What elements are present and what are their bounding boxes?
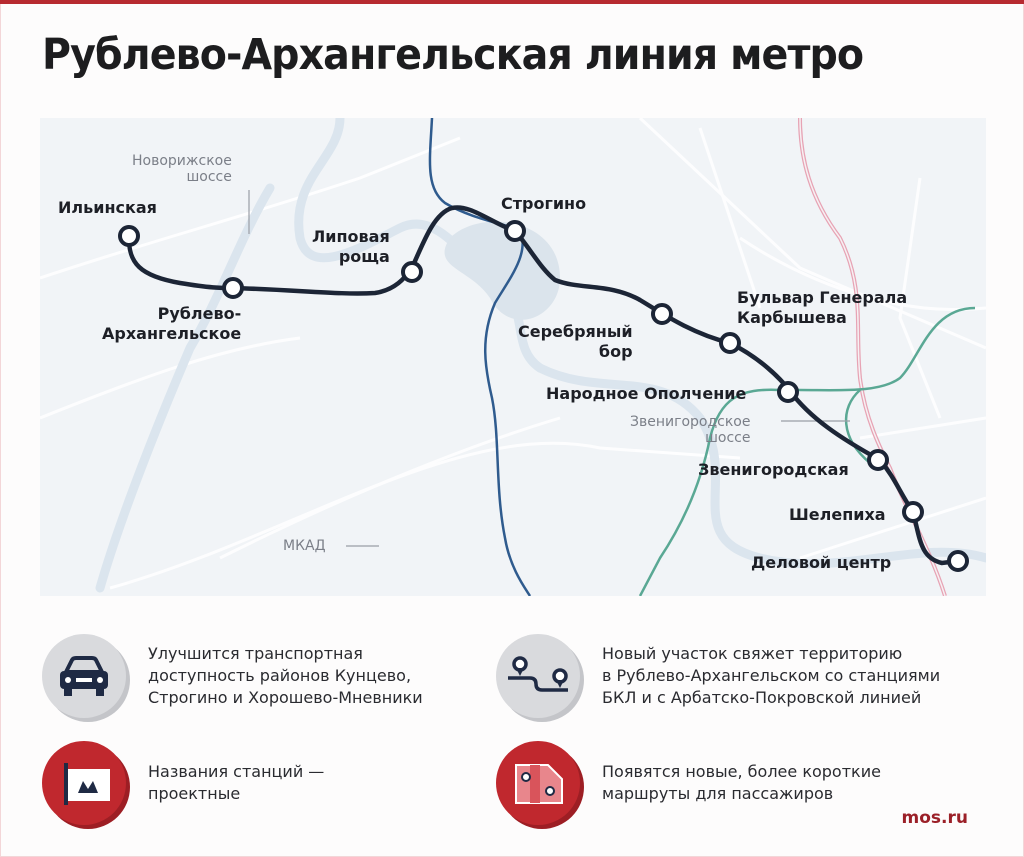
station-rublevo-arkhangelskoe — [222, 277, 244, 299]
map-route-icon — [496, 741, 580, 825]
station-ilinskaya — [118, 225, 140, 247]
info-shorter-routes: Появятся новые, более короткие маршруты … — [496, 741, 881, 825]
station-label-ilinskaya: Ильинская — [58, 198, 157, 217]
station-delovoy-tsentr — [947, 550, 969, 572]
info-transport-access: Улучшится транспортная доступность район… — [42, 634, 423, 718]
info-text: Названия станций — проектные — [148, 762, 325, 803]
station-serebryany-bor — [651, 303, 673, 325]
station-label-serebryany-bor: Серебряный бор — [518, 322, 633, 361]
station-label-narodnoe-opolchenie: Народное Ополчение — [546, 384, 747, 403]
map-graphics — [40, 118, 986, 596]
route-pins-icon — [496, 634, 580, 718]
info-text: Появятся новые, более короткие маршруты … — [602, 762, 881, 803]
station-bulvar-karbysheva — [719, 332, 741, 354]
station-label-lipovaya-roshcha: Липовая роща — [312, 227, 390, 266]
info-station-names: Названия станций — проектные — [42, 741, 324, 825]
info-text: Улучшится транспортная доступность район… — [148, 644, 423, 707]
station-narodnoe-opolchenie — [777, 381, 799, 403]
station-label-zvenigorodskaya: Звенигородская — [698, 460, 849, 479]
info-text: Новый участок свяжет территорию в Рублев… — [602, 644, 941, 707]
station-label-delovoy-tsentr: Деловой центр — [751, 553, 892, 572]
lake — [444, 221, 560, 320]
roads — [40, 118, 986, 590]
station-label-bulvar-karbysheva: Бульвар Генерала Карбышева — [737, 288, 908, 327]
info-new-section: Новый участок свяжет территорию в Рублев… — [496, 634, 940, 718]
metro-sign-icon — [42, 741, 126, 825]
arbatsko-pokrovskaya-line — [428, 118, 532, 596]
road-label-mkad: МКАД — [283, 538, 326, 554]
rublevo-arkhangelskaya-line — [126, 205, 961, 566]
road-label-zvenigorodskoe: Звенигородское шоссе — [630, 414, 751, 446]
station-label-rublevo-arkhangelskoe: Рублево- Архангельское — [102, 304, 242, 343]
station-lipovaya-roshcha — [401, 261, 423, 283]
metro-map: Новорижское шоссе Звенигородское шоссе М… — [40, 118, 986, 596]
station-label-strogino: Строгино — [501, 194, 587, 213]
station-label-shelepikha: Шелепиха — [789, 505, 886, 524]
car-icon — [42, 634, 126, 718]
station-strogino — [504, 220, 526, 242]
bkl-line — [638, 306, 976, 596]
stations — [118, 220, 969, 572]
road-label-novorizhskoe: Новорижское шоссе — [132, 153, 232, 185]
station-zvenigorodskaya — [867, 449, 889, 471]
page-title: Рублево-Архангельская линия метро — [42, 30, 864, 80]
source-logo[interactable]: mos.ru — [901, 808, 968, 828]
station-shelepikha — [902, 501, 924, 523]
top-accent-bar — [0, 0, 1024, 4]
